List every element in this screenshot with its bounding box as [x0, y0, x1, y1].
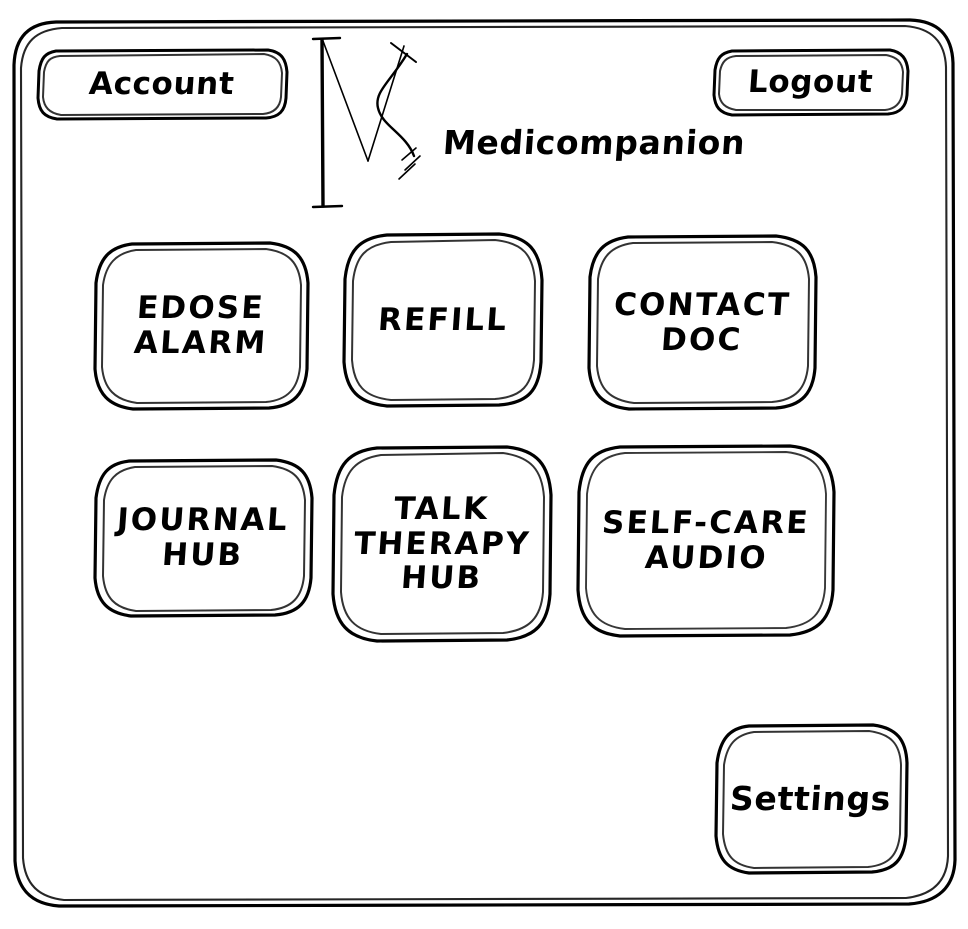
tile-label-line: AUDIO — [643, 540, 769, 576]
tile-label-line: DOC — [660, 321, 744, 358]
tile-edose-alarm[interactable]: EDOSE ALARM — [92, 241, 310, 411]
tile-self-care-audio[interactable]: SELF-CARE AUDIO — [574, 444, 838, 638]
logout-button[interactable]: Logout — [712, 48, 910, 117]
settings-button[interactable]: Settings — [713, 723, 909, 875]
tile-label-line: TALK — [393, 490, 491, 527]
account-button-label: Account — [88, 65, 236, 102]
tile-label-line: THERAPY — [352, 525, 532, 562]
tile-label-line: HUB — [161, 537, 245, 573]
logout-button-label: Logout — [746, 63, 875, 100]
settings-button-label: Settings — [729, 778, 893, 818]
medicompanion-logo-icon — [311, 30, 428, 212]
tile-label-line: JOURNAL — [115, 502, 291, 539]
tile-label-line: SELF-CARE — [600, 505, 812, 542]
tile-contact-doc[interactable]: CONTACT DOC — [586, 234, 818, 411]
tile-label-line: REFILL — [376, 301, 510, 338]
tile-label-line: CONTACT — [612, 286, 792, 323]
tile-label-line: ALARM — [133, 325, 269, 361]
tile-label-line: EDOSE — [135, 290, 267, 327]
app-title: Medicompanion — [442, 116, 747, 170]
tile-refill[interactable]: REFILL — [341, 232, 545, 408]
tile-label-line: HUB — [400, 560, 484, 597]
tile-journal-hub[interactable]: JOURNAL HUB — [92, 458, 314, 618]
account-button[interactable]: Account — [36, 48, 289, 121]
tile-talk-therapy-hub[interactable]: TALK THERAPY HUB — [329, 445, 555, 643]
app-title-text: Medicompanion — [441, 122, 747, 162]
